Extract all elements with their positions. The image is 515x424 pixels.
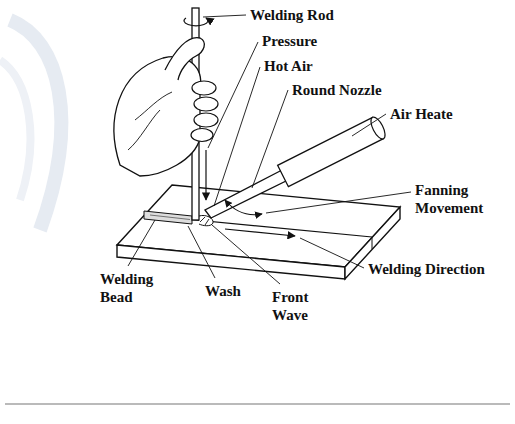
leader-line <box>212 225 280 284</box>
leader-line <box>300 238 364 268</box>
hand-finger <box>192 81 216 95</box>
hand-finger <box>191 129 213 142</box>
hot-air-stream <box>200 217 205 222</box>
hot-air-stream <box>205 219 209 225</box>
part-label: Welding Rod <box>250 6 334 24</box>
watermark-arc <box>0 60 30 200</box>
seam-line <box>144 215 372 237</box>
bottom-rule <box>5 403 510 404</box>
leader-line <box>252 90 288 188</box>
part-label: Pressure <box>262 32 317 50</box>
direction-arrow <box>225 229 295 236</box>
air-heater <box>278 117 384 186</box>
seam-edge <box>372 237 373 249</box>
part-label: Wash <box>205 282 241 300</box>
rotation-arrow <box>184 18 208 26</box>
bead-texture <box>150 215 190 220</box>
leader-line <box>352 114 386 136</box>
part-label: Front Wave <box>272 288 324 324</box>
part-label: Fanning Movement <box>415 181 495 217</box>
hand-finger <box>194 113 218 127</box>
part-label: Welding Bead <box>100 270 162 306</box>
part-label: Welding Direction <box>368 260 485 278</box>
weld-bead <box>144 211 192 224</box>
pressure-arrow <box>205 150 206 200</box>
leader-line <box>128 220 155 266</box>
leader-line <box>203 15 246 17</box>
part-label: Air Heate <box>390 105 453 123</box>
leader-line <box>188 226 215 278</box>
hand-thumb <box>165 38 204 80</box>
leader-line <box>266 192 411 213</box>
hand-finger <box>194 97 218 111</box>
round-nozzle <box>205 170 288 218</box>
hand-crease <box>128 110 160 150</box>
part-label: Hot Air <box>264 57 313 75</box>
part-label: Round Nozzle <box>292 81 382 99</box>
hand-palm <box>114 57 201 176</box>
hand-crease <box>135 92 172 120</box>
fanning-arrow <box>225 200 262 215</box>
